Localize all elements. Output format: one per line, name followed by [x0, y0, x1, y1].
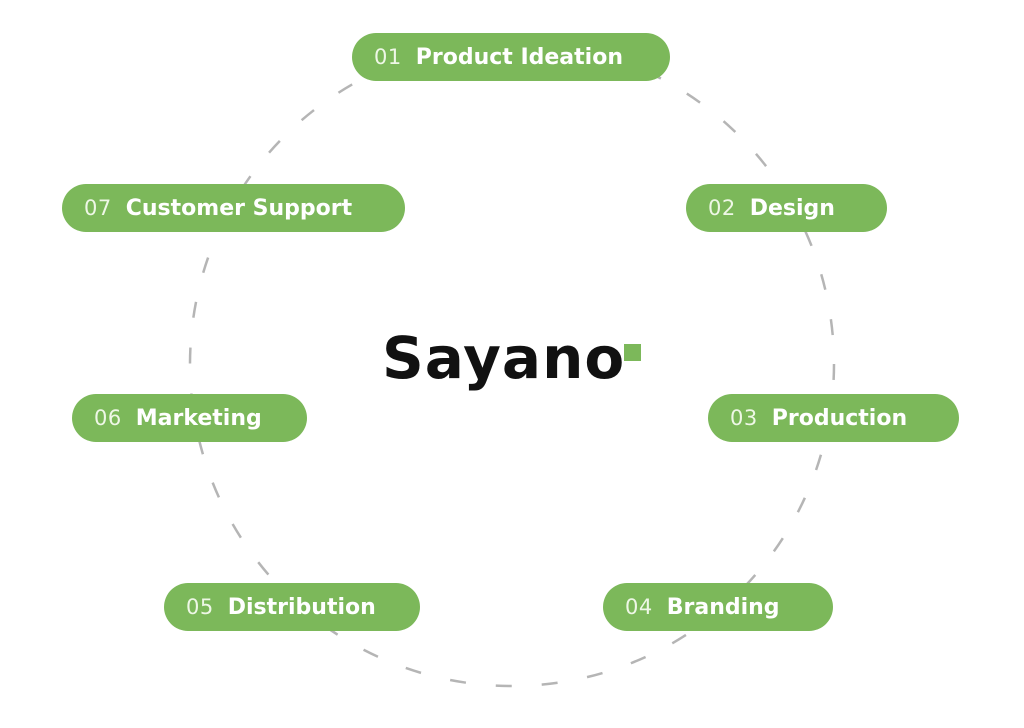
step-label: Marketing: [135, 405, 262, 431]
step-number: 04: [625, 595, 653, 619]
step-pill-branding: 04 Branding: [603, 583, 833, 631]
step-pill-distribution: 05 Distribution: [164, 583, 420, 631]
brand-wordmark: Sayano: [382, 324, 625, 392]
brand-logo-accent-square: [624, 344, 641, 361]
step-pill-design: 02 Design: [686, 184, 887, 232]
step-pill-customer-support: 07 Customer Support: [62, 184, 405, 232]
brand-logo: Sayano: [382, 324, 641, 392]
step-number: 07: [84, 196, 112, 220]
step-pill-marketing: 06 Marketing: [72, 394, 307, 442]
step-number: 06: [94, 406, 122, 430]
step-label: Production: [771, 405, 908, 431]
step-label: Design: [749, 195, 835, 221]
step-number: 01: [374, 45, 402, 69]
step-pill-production: 03 Production: [708, 394, 959, 442]
step-label: Branding: [666, 594, 780, 620]
step-label: Customer Support: [125, 195, 353, 221]
step-number: 05: [186, 595, 214, 619]
step-label: Distribution: [227, 594, 376, 620]
step-number: 02: [708, 196, 736, 220]
step-label: Product Ideation: [415, 44, 623, 70]
dashed-cycle-path: [188, 40, 836, 688]
step-pill-product-ideation: 01 Product Ideation: [352, 33, 670, 81]
step-number: 03: [730, 406, 758, 430]
